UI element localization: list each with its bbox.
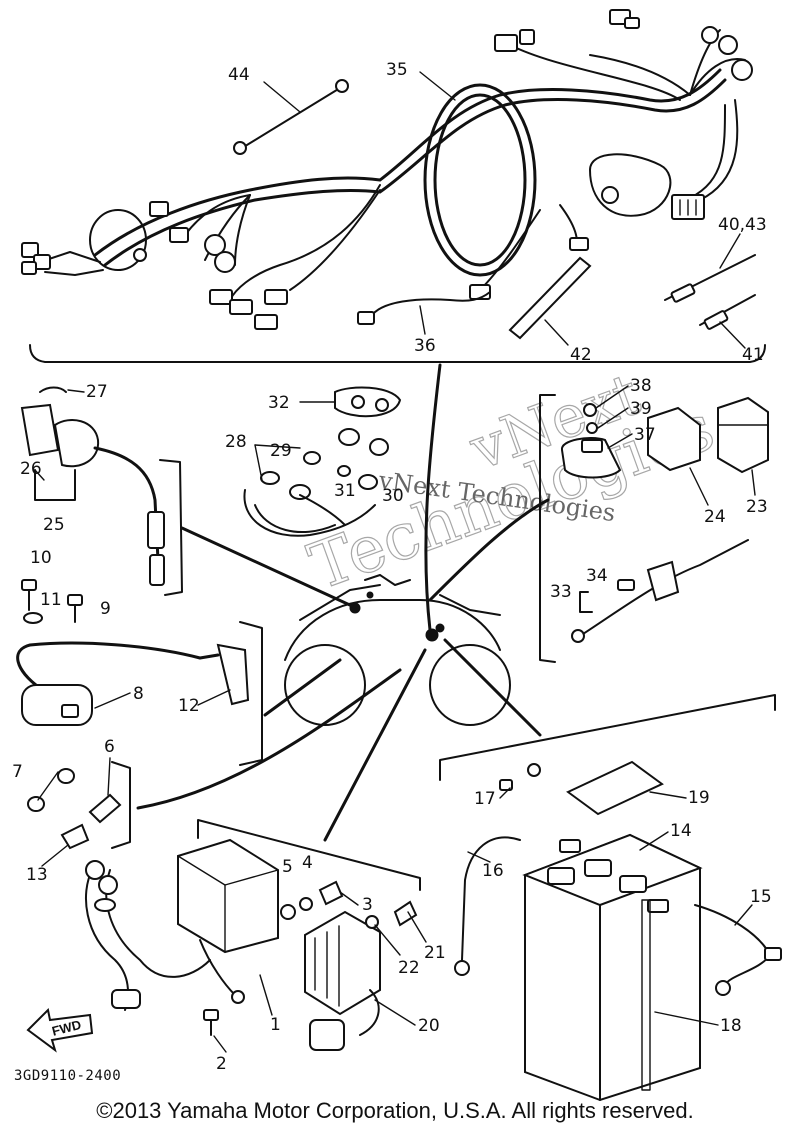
callout-25: 25 <box>43 515 65 535</box>
callout-13: 13 <box>26 865 48 885</box>
sensors-6-7-13 <box>27 768 122 850</box>
callout-32: 32 <box>268 393 290 413</box>
callout-8: 8 <box>133 684 144 704</box>
callout-33: 33 <box>550 582 572 602</box>
callout-leaders <box>34 71 756 1053</box>
leader-lines <box>136 363 550 842</box>
callout-20: 20 <box>418 1016 440 1036</box>
callout-22: 22 <box>398 958 420 978</box>
callout-21: 21 <box>424 943 446 963</box>
callout-35: 35 <box>386 60 408 80</box>
callout-17: 17 <box>474 789 496 809</box>
lead-33-34 <box>571 539 749 643</box>
callout-23: 23 <box>746 497 768 517</box>
callout-39: 39 <box>630 399 652 419</box>
callout-44: 44 <box>228 65 250 85</box>
callout-24: 24 <box>704 507 726 527</box>
callout-5: 5 <box>282 857 293 877</box>
callout-34: 34 <box>586 566 608 586</box>
callout-28: 28 <box>225 432 247 452</box>
callout-7: 7 <box>12 762 23 782</box>
bracket-25 <box>34 469 76 501</box>
callout-36: 36 <box>414 336 436 356</box>
drawing-code: 3GD9110-2400 <box>14 1068 122 1084</box>
callout-27: 27 <box>86 382 108 402</box>
relay-group <box>539 394 769 663</box>
battery-group <box>439 694 782 1102</box>
bracket-1-22 <box>197 819 421 891</box>
cdi-unit-1 <box>85 838 279 1011</box>
strap-42 <box>508 256 592 340</box>
callout-18: 18 <box>720 1016 742 1036</box>
callout-1: 1 <box>270 1015 281 1035</box>
copyright-footer: ©2013 Yamaha Motor Corporation, U.S.A. A… <box>96 1098 694 1123</box>
bracket-6-7-13 <box>111 761 131 849</box>
fuse-leads <box>664 254 756 330</box>
part-26-assembly <box>20 386 183 596</box>
callout-15: 15 <box>750 887 772 907</box>
lead-44 <box>233 79 349 155</box>
callout-9: 9 <box>100 599 111 619</box>
callout-6: 6 <box>104 737 115 757</box>
callout-40-43: 40,43 <box>718 215 767 235</box>
callout-42: 42 <box>570 345 592 365</box>
callout-16: 16 <box>482 861 504 881</box>
bolts-9-10-11 <box>21 579 83 624</box>
switch-group-28-32 <box>243 386 402 537</box>
callout-4: 4 <box>302 853 313 873</box>
ignition-coil-8 <box>16 641 250 726</box>
fwd-label: FWD <box>50 1017 82 1039</box>
fwd-arrow: FWD <box>26 1007 94 1053</box>
callout-26: 26 <box>20 459 42 479</box>
callout-2: 2 <box>216 1054 227 1074</box>
callout-38: 38 <box>630 376 652 396</box>
callout-3: 3 <box>362 895 373 915</box>
bracket-12 <box>239 621 263 766</box>
lead-36 <box>357 291 491 325</box>
regulator-20 <box>304 900 418 1051</box>
callout-19: 19 <box>688 788 710 808</box>
callout-41: 41 <box>742 345 764 365</box>
callout-labels: 44 35 36 42 40,43 41 27 32 28 29 31 30 2… <box>12 60 772 1074</box>
wire-harness-35 <box>21 9 753 330</box>
callout-37: 37 <box>634 425 656 445</box>
callout-29: 29 <box>270 441 292 461</box>
callout-14: 14 <box>670 821 692 841</box>
callout-11: 11 <box>40 590 62 610</box>
top-group-bracket <box>29 344 766 363</box>
hardware-3-4-5 <box>280 880 344 920</box>
bolt-2 <box>203 1009 219 1036</box>
callout-31: 31 <box>334 481 356 501</box>
callout-10: 10 <box>30 548 52 568</box>
callout-30: 30 <box>382 486 404 506</box>
callout-12: 12 <box>178 696 200 716</box>
